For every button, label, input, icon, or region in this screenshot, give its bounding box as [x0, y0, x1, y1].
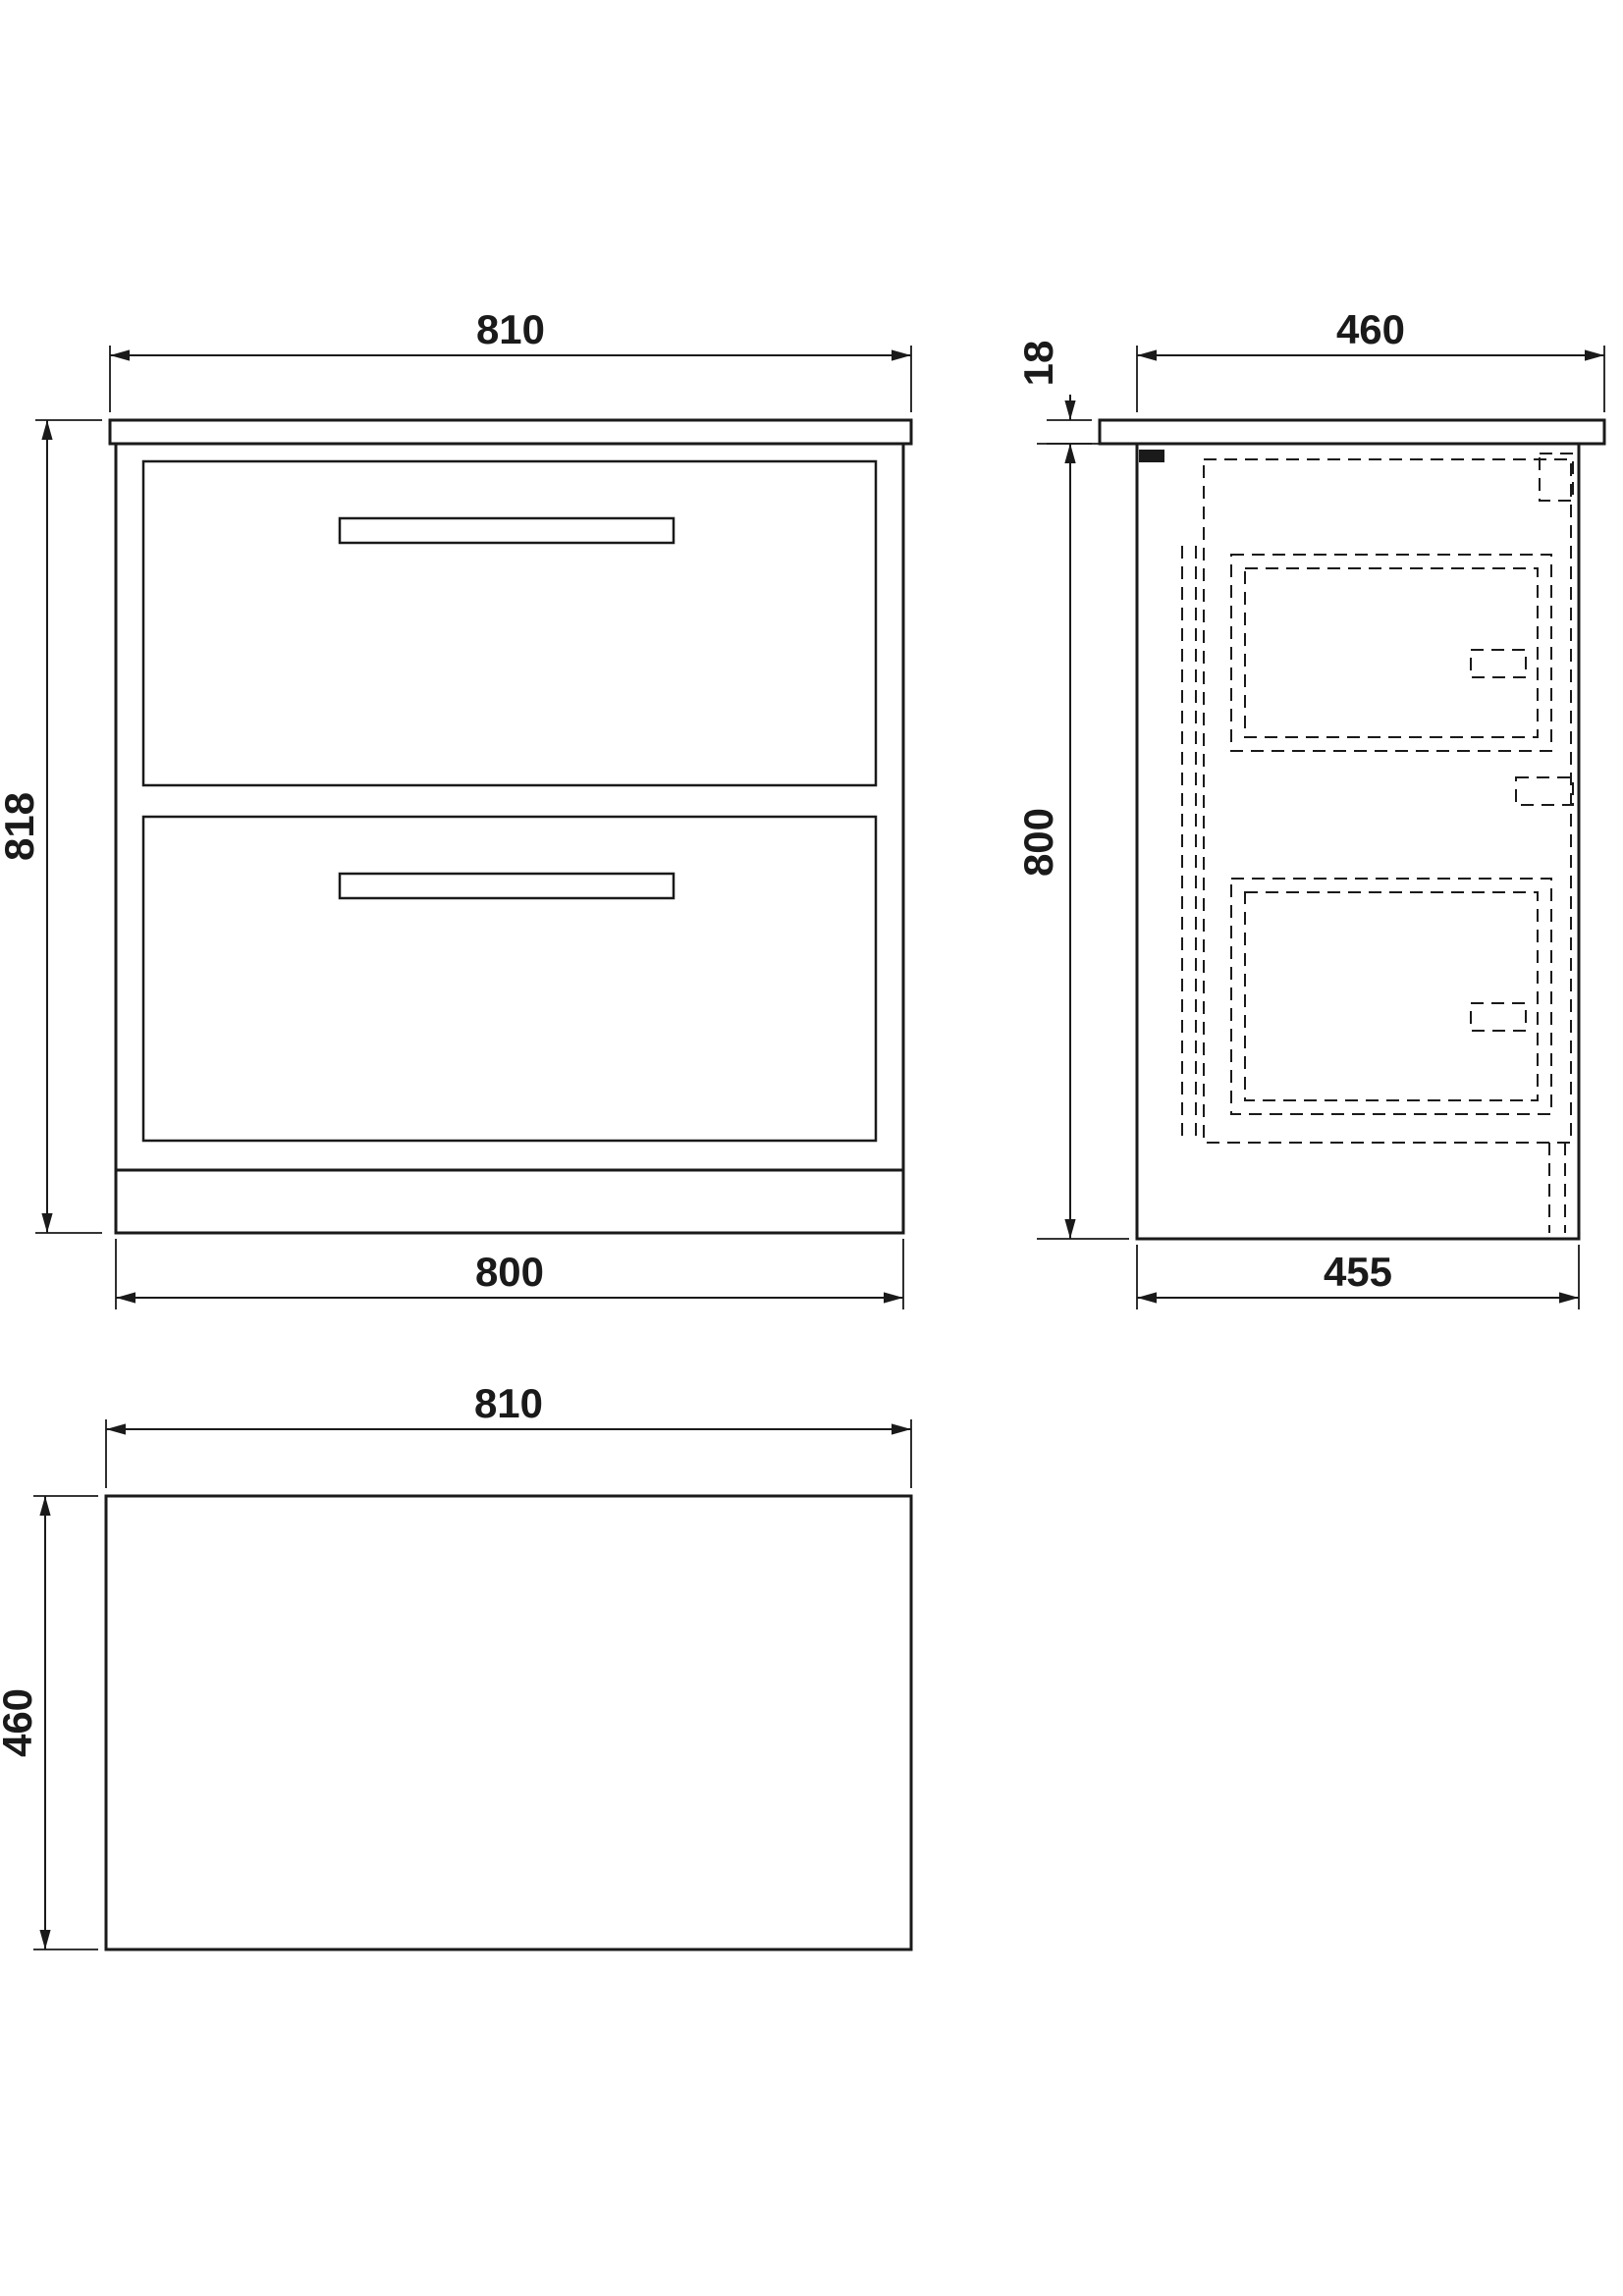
front-dim-height-left: 818 [0, 419, 102, 1234]
side-dim-depth-top: 460 [1136, 306, 1605, 412]
hidden-drawer-2-clip [1470, 1002, 1527, 1032]
hidden-drawer-1-clip [1470, 649, 1527, 678]
side-fixing-block [1139, 450, 1164, 462]
side-dim-depth-bottom-label: 455 [1324, 1249, 1392, 1295]
front-dim-width-bottom-label: 800 [475, 1249, 544, 1295]
hidden-drawer-1-box [1230, 554, 1552, 752]
side-dim-counter-thickness-label: 18 [1015, 341, 1061, 387]
plan-dim-depth-left-label: 460 [0, 1688, 40, 1757]
side-dim-depth-top-label: 460 [1336, 306, 1405, 352]
front-plinth [114, 1168, 905, 1235]
side-dim-height-left: 800 [1015, 443, 1129, 1240]
front-dim-width-top: 810 [109, 306, 912, 412]
plan-dim-depth-left: 460 [0, 1495, 98, 1950]
hidden-carcass [1203, 458, 1572, 1144]
front-drawer-2 [141, 815, 878, 1143]
front-view: 810 818 800 [0, 306, 913, 1309]
front-dim-width-bottom: 800 [115, 1239, 904, 1309]
front-dim-width-top-label: 810 [476, 306, 545, 352]
side-dim-counter-thickness: 18 [1015, 341, 1092, 469]
hidden-drawer-2-box-inner [1244, 891, 1539, 1101]
plan-dim-width-top-label: 810 [474, 1380, 543, 1426]
side-cabinet-panel [1135, 442, 1581, 1241]
side-cabinet [1098, 418, 1606, 1241]
front-drawer-2-handle [338, 872, 676, 900]
front-drawer-1 [141, 459, 878, 787]
front-countertop [108, 418, 913, 446]
front-dim-height-left-label: 818 [0, 792, 42, 861]
side-dim-depth-bottom: 455 [1136, 1245, 1580, 1309]
plan-dim-width-top: 810 [105, 1380, 912, 1488]
front-drawer-1-handle [338, 516, 676, 545]
plan-countertop-outline [104, 1494, 913, 1951]
side-dim-height-left-label: 800 [1015, 808, 1061, 877]
plan-view: 810 460 [0, 1380, 913, 1951]
hidden-mid-rail-clip [1515, 776, 1574, 806]
hidden-drawer-1-box-inner [1244, 567, 1539, 738]
hidden-back-bracket [1539, 453, 1574, 502]
side-countertop [1098, 418, 1606, 446]
front-cabinet [108, 418, 913, 1235]
hidden-drawer-structure [1181, 453, 1574, 1233]
hidden-drawer-2-box [1230, 878, 1552, 1115]
side-view: 460 18 800 455 [1015, 306, 1606, 1309]
